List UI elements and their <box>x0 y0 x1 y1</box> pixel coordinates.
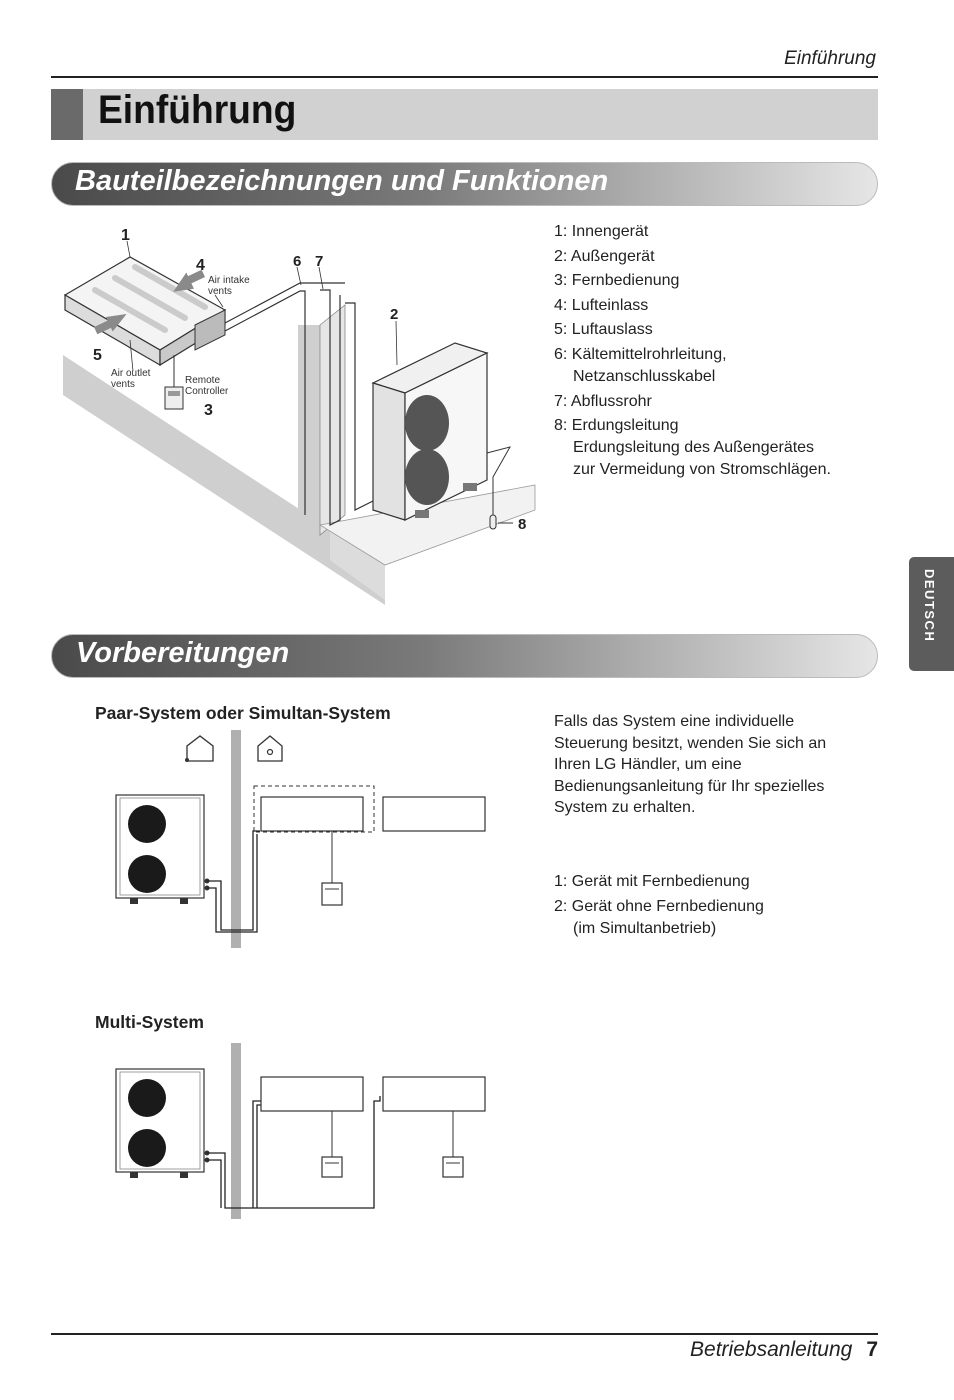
ground-rod <box>489 514 497 530</box>
air-intake-label-line2: vents <box>208 286 232 297</box>
section-title-preparations: Vorbereitungen <box>76 637 290 669</box>
title-bar <box>51 89 878 140</box>
drain-pipe <box>345 302 386 511</box>
air-outlet-label-line2: vents <box>111 379 135 390</box>
legend-item: 3: Fernbedienung <box>554 272 680 290</box>
page-title: Einführung <box>98 88 297 132</box>
remote-controller-icon <box>442 1156 464 1178</box>
indoor-unit <box>382 1076 486 1112</box>
home-icon <box>185 735 214 762</box>
legend-item: 2: Gerät ohne Fernbedienung (im Simultan… <box>554 897 764 937</box>
diagram-label-3: 3 <box>204 402 213 419</box>
indoor-unit-without-remote <box>382 796 486 832</box>
air-outlet-label: Air outlet <box>111 368 151 379</box>
simultaneous-group-outline <box>253 785 375 833</box>
outdoor-floor <box>318 484 536 566</box>
fan-grille <box>405 449 449 505</box>
diagram-label-5: 5 <box>93 347 102 364</box>
section-bar-components <box>51 162 878 206</box>
legend-item: 2: Außengerät <box>554 247 655 265</box>
multi-system-heading: Multi-System <box>95 1012 204 1032</box>
fan-grille <box>405 395 449 451</box>
title-accent-block <box>51 89 83 140</box>
footer-label: Betriebsanleitung <box>690 1338 853 1361</box>
wall-front <box>298 325 320 535</box>
diagram-label-1: 1 <box>121 227 130 244</box>
pair-system-heading: Paar-System oder Simultan-System <box>95 703 391 723</box>
installation-diagram: 1 4 5 3 6 7 2 8 Air intake vents Air out… <box>63 227 536 605</box>
running-header: Einführung <box>784 48 876 69</box>
preparations-intro: Falls das System eine individuelle Steue… <box>554 713 827 816</box>
air-intake-arrow <box>173 269 206 292</box>
wall-side <box>319 304 346 536</box>
air-outlet-arrow <box>93 314 127 335</box>
refrigerant-pipe <box>224 282 345 324</box>
remote-controller-icon <box>321 1156 343 1178</box>
diagram-label-4: 4 <box>196 257 205 274</box>
legend-item: 6: Kältemittelrohrleitung, Netzanschluss… <box>554 345 727 385</box>
legend-item: 4: Lufteinlass <box>554 296 649 314</box>
page-number: 7 <box>866 1338 878 1361</box>
indoor-unit-with-remote <box>260 796 364 832</box>
outdoor-unit-icon <box>115 794 210 904</box>
remote-controller-icon <box>164 355 184 410</box>
multi-system-diagram <box>115 1043 486 1219</box>
diagram-label-8: 8 <box>518 516 526 533</box>
remote-controller-icon <box>321 882 343 906</box>
wall-divider <box>231 730 241 948</box>
system-legend: 1: Gerät mit Fernbedienung 2: Gerät ohne… <box>554 871 874 940</box>
outdoor-unit <box>371 342 489 521</box>
diagram-label-2: 2 <box>390 306 398 323</box>
component-legend: 1: Innengerät 2: Außengerät 3: Fernbedie… <box>554 221 874 481</box>
pipe <box>207 1096 381 1209</box>
legend-item: 8: Erdungsleitung Erdungsleitung des Auß… <box>554 417 831 479</box>
ground-cable <box>486 446 512 515</box>
page-footer: Betriebsanleitung 7 <box>690 1338 878 1362</box>
floor-slab <box>63 355 385 605</box>
legend-item: 1: Innengerät <box>554 223 649 240</box>
remote-label-line2: Controller <box>185 386 229 397</box>
air-intake-label: Air intake <box>208 275 250 286</box>
legend-item: 5: Luftauslass <box>554 321 653 339</box>
legend-item: 1: Gerät mit Fernbedienung <box>554 873 750 890</box>
outdoor-unit-icon <box>115 1068 210 1178</box>
header-rule <box>51 76 878 78</box>
section-bar-preparations <box>51 634 878 678</box>
indoor-unit <box>260 1076 364 1112</box>
diagram-label-6: 6 <box>293 253 301 270</box>
legend-item: 7: Abflussrohr <box>554 392 652 410</box>
footer-rule <box>51 1333 878 1335</box>
section-title-components: Bauteilbezeichnungen und Funktionen <box>75 165 609 197</box>
remote-label: Remote <box>185 375 220 386</box>
wall-divider <box>231 1043 241 1219</box>
diagram-label-7: 7 <box>315 253 323 270</box>
home-icon <box>257 735 283 762</box>
language-tab: DEUTSCH <box>909 557 954 671</box>
pair-system-diagram <box>115 730 486 948</box>
